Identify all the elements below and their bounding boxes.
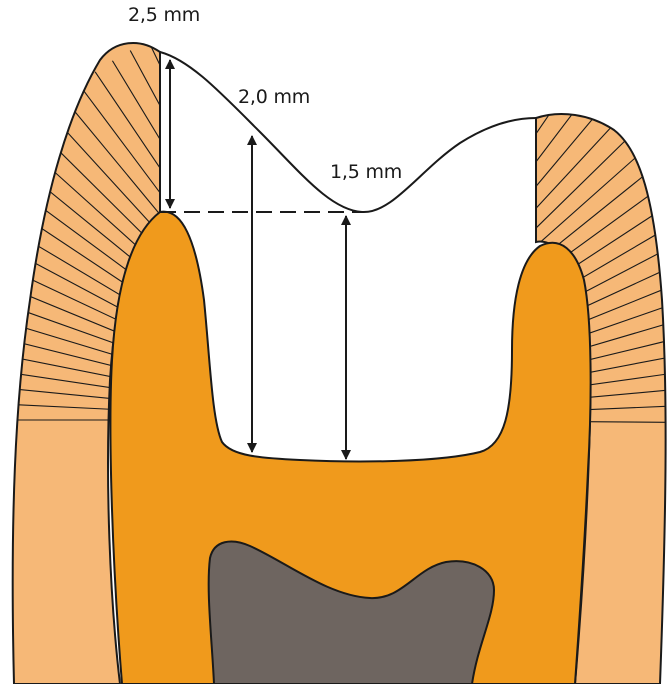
enamel-rod-line	[307, 1, 330, 420]
measurement-label-cusp: 2,5 mm	[128, 4, 200, 26]
enamel-rod-line	[340, 20, 467, 420]
enamel-rod-line	[340, 43, 524, 420]
enamel-rod-line	[327, 0, 330, 420]
enamel-rod-line	[340, 14, 447, 420]
enamel-rod-line	[325, 0, 340, 420]
enamel-rod-line	[340, 26, 486, 420]
occlusal-surface-line	[160, 52, 536, 212]
enamel-rod-line	[340, 9, 427, 420]
enamel-rod-line	[340, 5, 407, 420]
enamel-rod-line	[206, 19, 330, 420]
measurement-label-fossa: 1,5 mm	[330, 161, 402, 183]
enamel-rod-line	[266, 5, 330, 420]
enamel-rod-line	[340, 0, 346, 420]
enamel-rod-line	[340, 34, 505, 420]
measurement-label-slope: 2,0 mm	[238, 86, 310, 108]
enamel-rod-line	[226, 13, 330, 420]
enamel-rod-line	[246, 9, 330, 420]
